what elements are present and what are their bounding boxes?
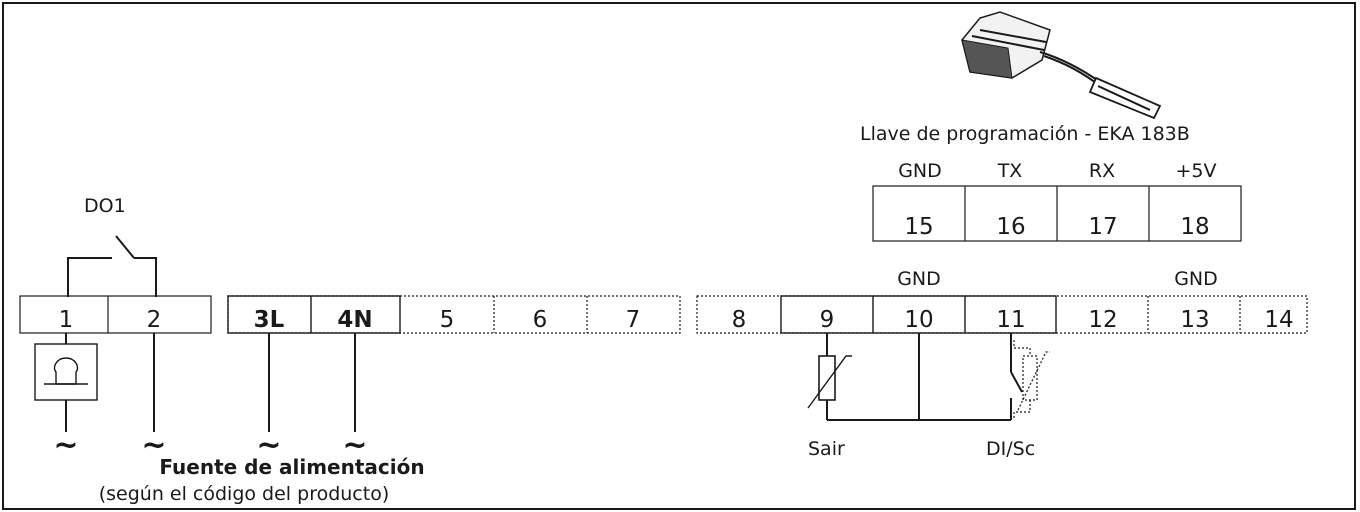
terminal-8: 8 [732, 307, 747, 333]
terminal-6: 6 [533, 307, 548, 333]
pin-label-tx: TX [997, 160, 1023, 182]
terminal-12: 12 [1088, 307, 1117, 333]
disc-switch-symbol [1010, 333, 1050, 420]
terminal-10: 10 [904, 307, 933, 333]
ac-symbol-4: ~ [342, 428, 367, 463]
programming-key-caption: Llave de programación - EKA 183B [860, 123, 1190, 145]
terminal-18: 18 [1180, 214, 1209, 240]
disc-label: DI/Sc [986, 438, 1035, 460]
ac-symbol-2: ~ [141, 428, 166, 463]
terminal-13: 13 [1180, 307, 1209, 333]
ac-symbol-1: ~ [53, 428, 78, 463]
relay-contact-symbol [67, 235, 157, 297]
gnd-label-13: GND [1174, 268, 1218, 290]
ac-symbol-3: ~ [256, 428, 281, 463]
sair-sensor-symbol [807, 333, 1011, 421]
programming-key-illustration [961, 11, 1162, 120]
terminal-11: 11 [996, 307, 1025, 333]
load-symbol [34, 333, 98, 432]
pin-label-5v: +5V [1175, 160, 1216, 182]
terminal-16: 16 [996, 214, 1025, 240]
relay-label-do1: DO1 [84, 195, 126, 217]
programming-terminal-block [872, 185, 1242, 242]
terminal-block-3-7 [227, 295, 681, 334]
terminal-block-1-2 [19, 295, 212, 334]
pin-label-gnd: GND [898, 160, 942, 182]
terminal-3l: 3L [254, 307, 285, 333]
sair-label: Sair [808, 438, 845, 460]
terminal-1: 1 [59, 307, 74, 333]
pin-label-rx: RX [1089, 160, 1115, 182]
terminal-15: 15 [904, 214, 933, 240]
terminal-2: 2 [147, 307, 162, 333]
terminal-9: 9 [820, 307, 835, 333]
terminal-7: 7 [626, 307, 641, 333]
gnd-label-10: GND [897, 268, 941, 290]
supply-title: Fuente de alimentación [159, 455, 424, 479]
supply-subtitle: (según el código del producto) [99, 483, 390, 505]
terminal-4n: 4N [337, 307, 372, 333]
terminal-17: 17 [1088, 214, 1117, 240]
terminal-5: 5 [440, 307, 455, 333]
terminal-14: 14 [1264, 307, 1293, 333]
